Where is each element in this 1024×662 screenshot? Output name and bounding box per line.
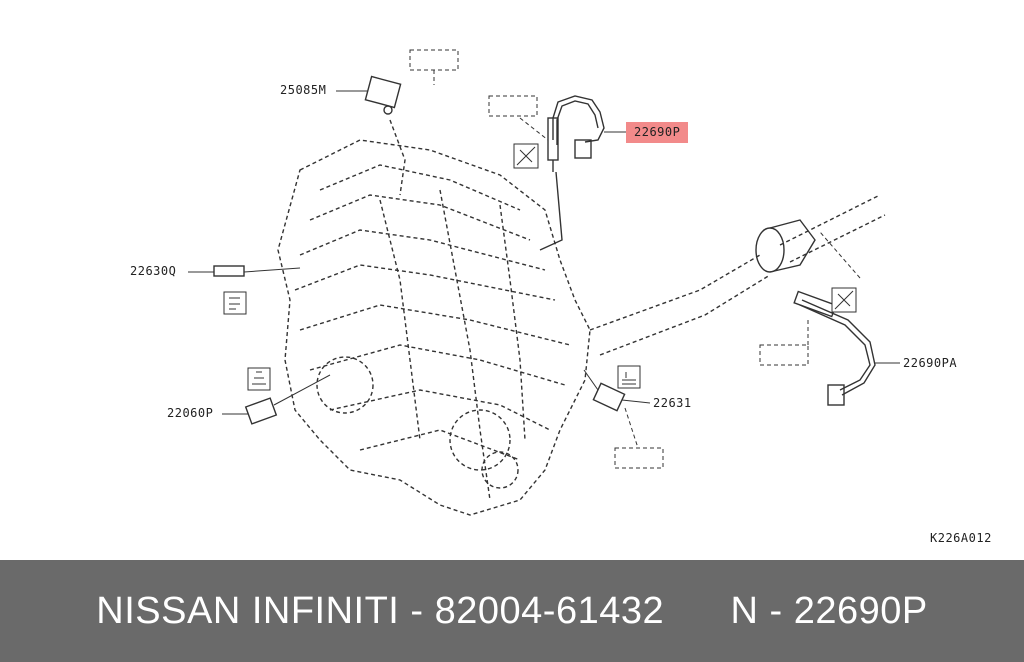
callout-22631: 22631 <box>653 396 692 410</box>
engine-line-drawing <box>188 49 900 516</box>
caption-spacer <box>664 590 730 633</box>
callout-22630q: 22630Q <box>130 264 177 278</box>
caption-brand-part-number: NISSAN INFINITI - 82004-61432 <box>96 589 665 632</box>
callout-22690pa: 22690PA <box>903 356 958 370</box>
callout-22060p: 22060P <box>167 406 214 420</box>
caption-bar: NISSAN INFINITI - 82004-61432 N - 22690P <box>0 560 1024 662</box>
callout-25085m: 25085M <box>280 83 327 97</box>
caption-text: NISSAN INFINITI - 82004-61432 N - 22690P <box>0 560 1024 662</box>
caption-part-code: N - 22690P <box>730 589 928 632</box>
callout-22690p-highlighted: 22690P <box>626 122 689 143</box>
figure-code: K226A012 <box>930 531 992 545</box>
parts-diagram: 25085M 22690P 22630Q 22060P 22631 22690P… <box>130 49 992 545</box>
